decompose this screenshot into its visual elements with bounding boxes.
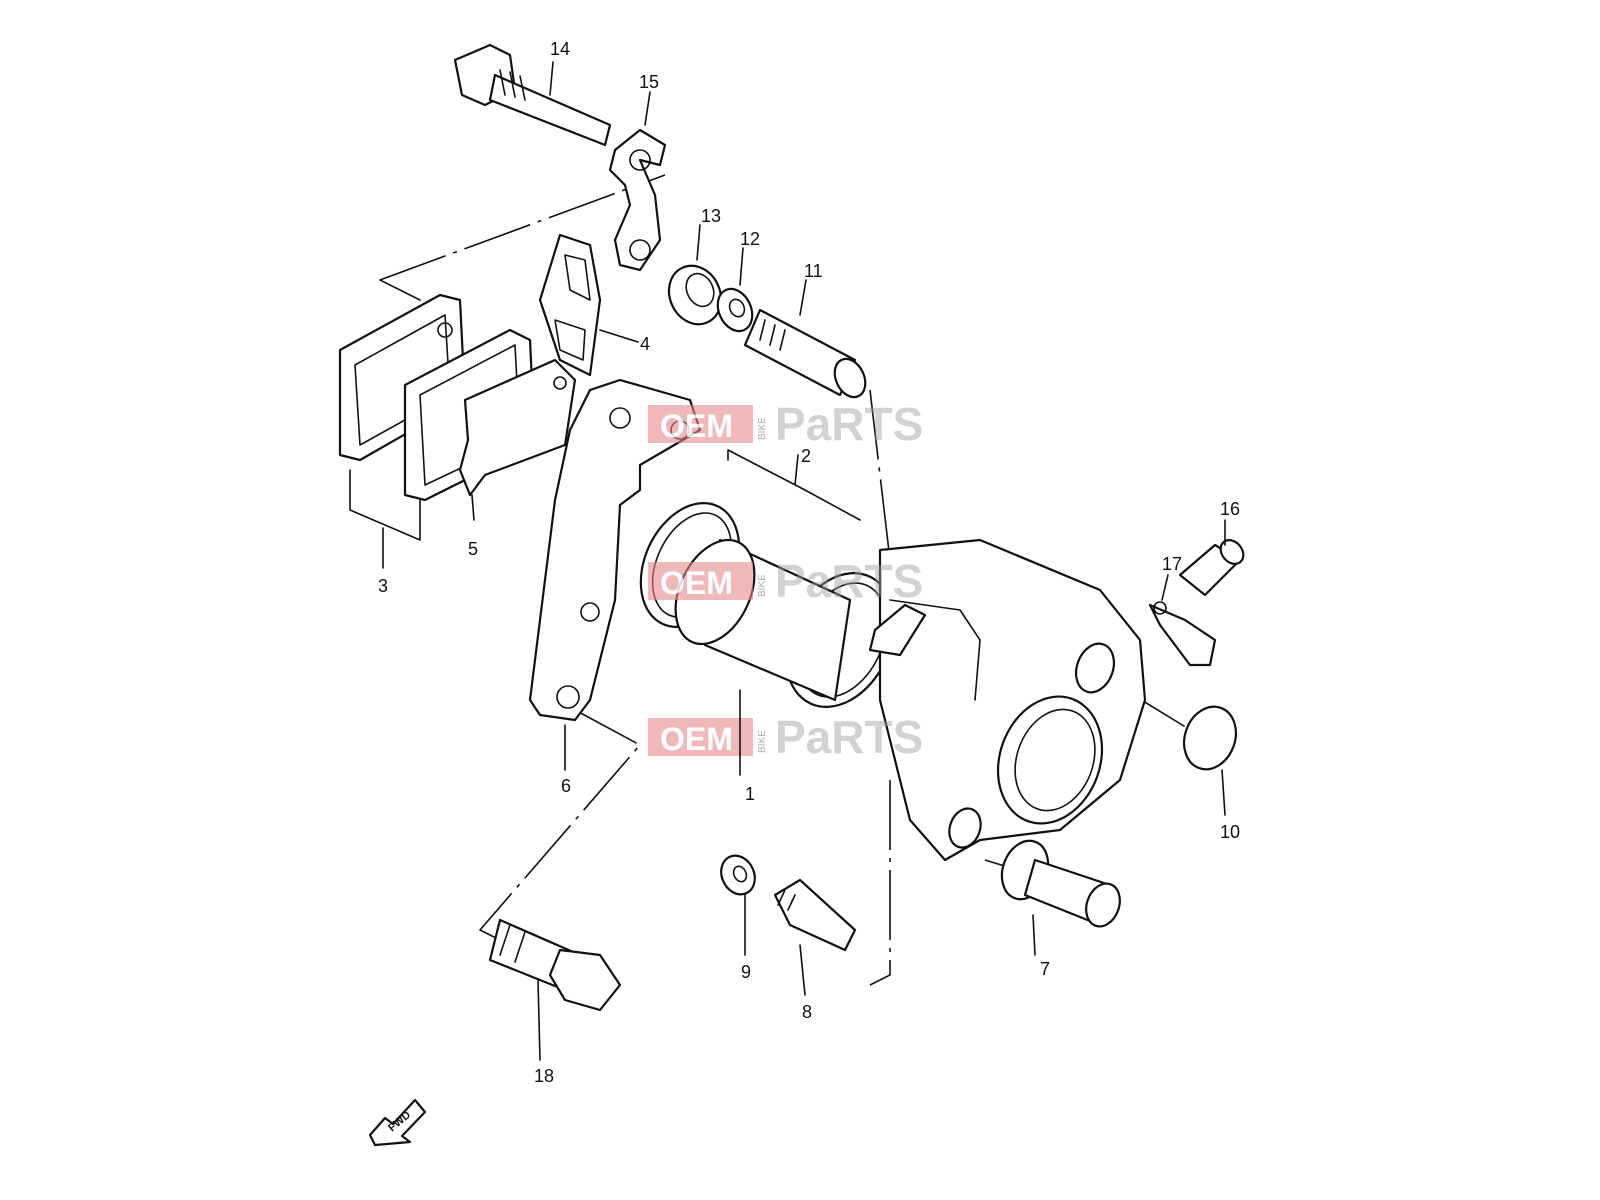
fwd-arrow-icon: FWD — [368, 1098, 427, 1147]
callout-16: 16 — [1220, 499, 1240, 519]
callout-3: 3 — [378, 576, 388, 596]
part-17-cap — [1148, 601, 1217, 667]
svg-text:BIKE: BIKE — [757, 574, 768, 597]
callout-9: 9 — [741, 962, 751, 982]
svg-text:PaRTS: PaRTS — [775, 398, 923, 450]
part-10-plug — [1182, 705, 1238, 771]
callout-2: 2 — [801, 446, 811, 466]
callout-15: 15 — [639, 72, 659, 92]
callout-1: 1 — [745, 784, 755, 804]
part-13-seal — [667, 264, 723, 326]
svg-text:PaRTS: PaRTS — [775, 555, 923, 607]
callout-7: 7 — [1040, 959, 1050, 979]
part-4-spring — [538, 233, 602, 377]
part-15-clip — [608, 128, 667, 272]
callout-11: 11 — [804, 261, 823, 281]
svg-text:BIKE: BIKE — [757, 417, 768, 440]
watermark-3: OEM BIKE PaRTS — [648, 711, 923, 763]
svg-text:OEM: OEM — [660, 408, 733, 444]
callout-12: 12 — [740, 229, 760, 249]
callout-13: 13 — [701, 206, 721, 226]
callout-8: 8 — [802, 1002, 812, 1022]
part-9-washer — [720, 854, 756, 896]
callout-18: 18 — [534, 1066, 554, 1086]
part-7-sleeve — [1000, 839, 1121, 928]
callout-4: 4 — [640, 334, 650, 354]
caliper-body — [868, 538, 1147, 862]
part-5-pad-spring — [458, 358, 577, 497]
svg-text:OEM: OEM — [660, 565, 733, 601]
callout-10: 10 — [1220, 822, 1240, 842]
callout-5: 5 — [468, 539, 478, 559]
part-12-washer — [716, 287, 754, 333]
part-18-bolt — [488, 918, 622, 1012]
watermark-2: OEM BIKE PaRTS — [648, 555, 923, 607]
part-16-bleeder — [1178, 539, 1245, 597]
svg-text:PaRTS: PaRTS — [775, 711, 923, 763]
callout-labels: 1 2 3 4 5 6 7 8 9 10 11 12 13 14 15 16 1… — [378, 39, 1240, 1086]
callout-14: 14 — [550, 39, 570, 59]
callout-6: 6 — [561, 776, 571, 796]
svg-text:OEM: OEM — [660, 721, 733, 757]
callout-17: 17 — [1162, 554, 1182, 574]
part-8-bolt — [773, 878, 857, 952]
svg-text:BIKE: BIKE — [757, 730, 768, 753]
watermark-1: OEM BIKE PaRTS — [648, 398, 923, 450]
part-11-pin — [743, 308, 867, 399]
part-14-bolt — [453, 43, 612, 147]
callout-leaders — [349, 61, 1226, 1061]
